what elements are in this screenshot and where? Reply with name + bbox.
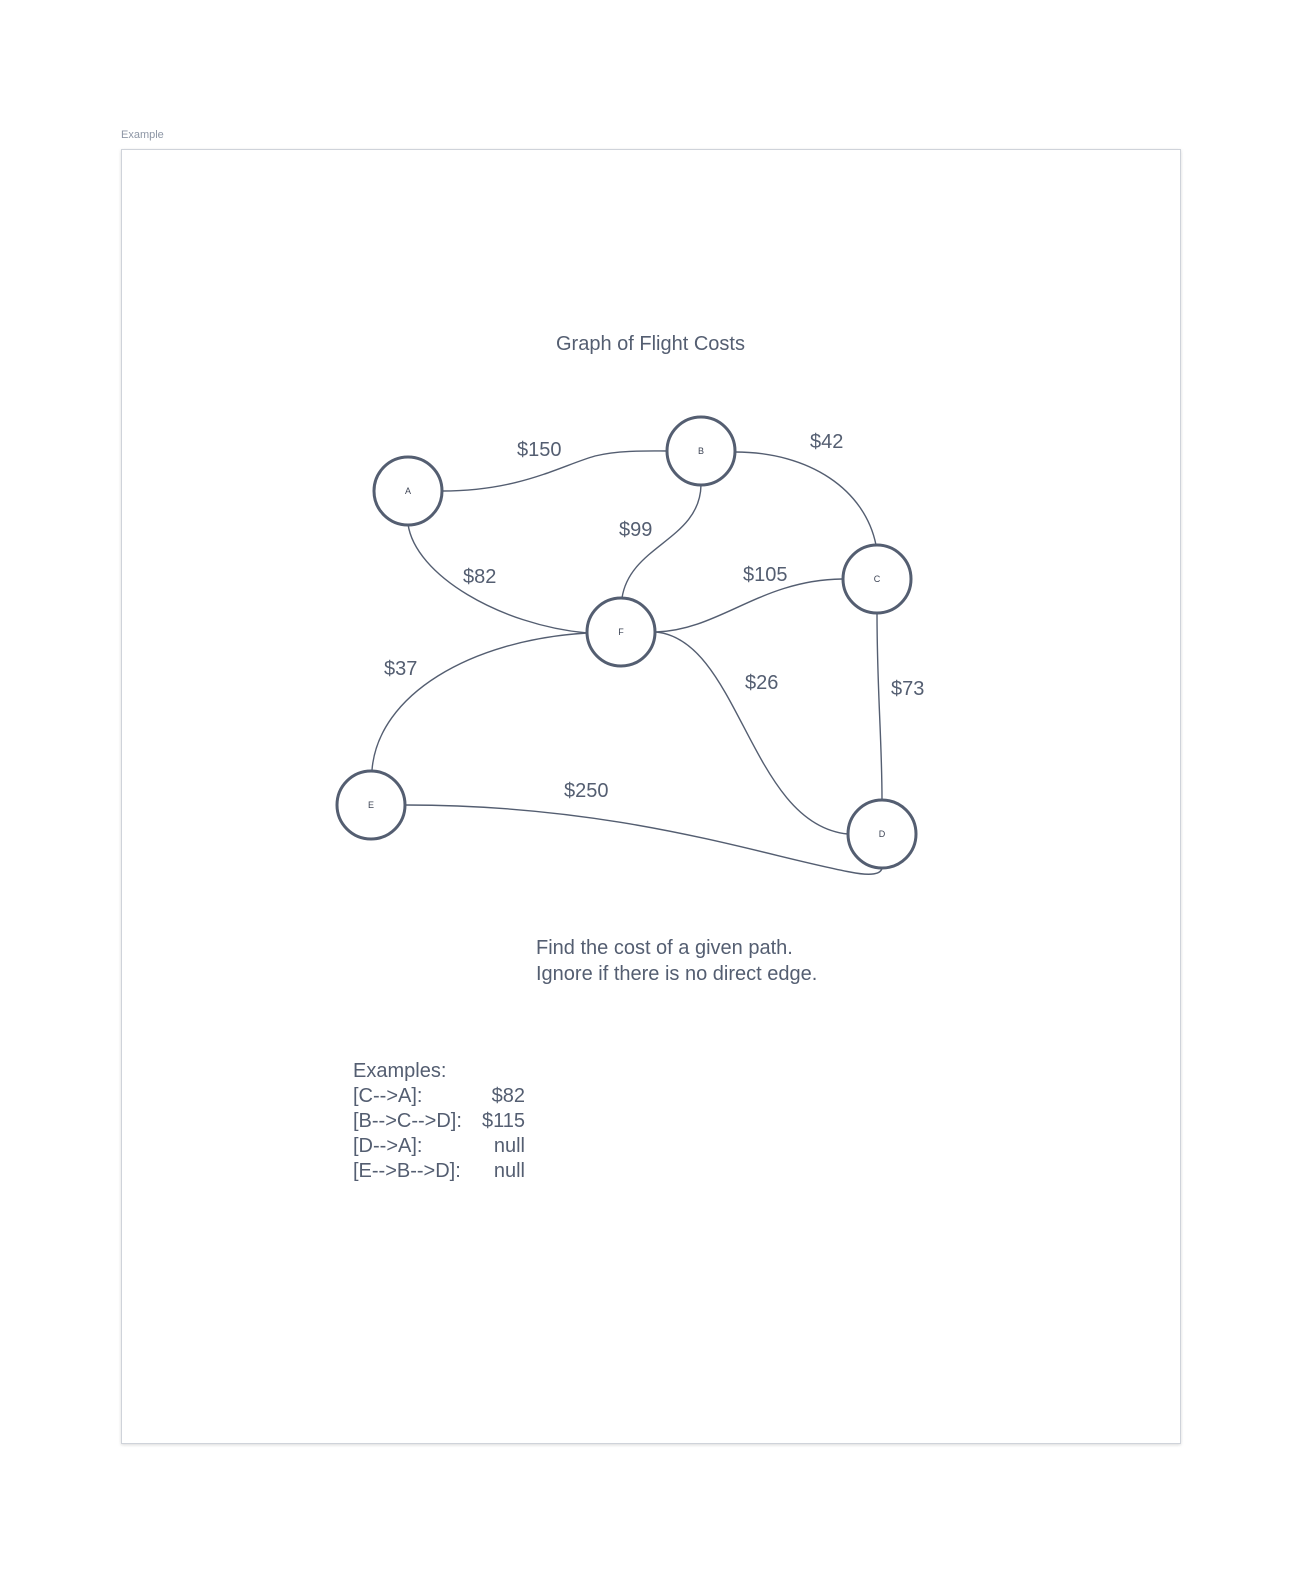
edge-a-f [407,523,588,634]
edge-f-e [371,632,588,771]
edge-f-c-cost: $105 [743,564,788,586]
example-row: [D-->A]: null [353,1134,525,1159]
node-a-label: A [405,486,411,496]
example-path: [B-->C-->D]: [353,1110,462,1132]
node-f-label: F [618,627,624,637]
edge-e-d-cost: $250 [564,780,609,802]
example-result: null [493,1135,525,1157]
edge-f-c [655,578,843,633]
node-b[interactable] [665,415,737,487]
node-e[interactable] [335,769,407,841]
edge-b-c-cost: $42 [810,431,844,453]
node-f[interactable] [585,596,657,668]
node-b-label: B [698,446,704,456]
example-result: null [493,1160,525,1182]
frame-label: Example [121,129,164,141]
node-c[interactable] [841,543,913,615]
example-row: [E-->B-->D]: null [353,1159,525,1184]
examples: Examples: [C-->A]: $82 [B-->C-->D]: $115… [353,1059,525,1184]
edge-c-d [876,612,883,801]
edge-b-c [734,451,877,546]
node-e-label: E [368,800,374,810]
edge-f-d [655,631,849,835]
example-path: [D-->A]: [353,1135,423,1157]
example-result: $115 [481,1110,525,1132]
edge-f-d-cost: $26 [745,672,779,694]
edge-a-b-cost: $150 [517,439,562,461]
node-c-label: C [874,574,881,584]
example-row: [C-->A]: $82 [353,1084,525,1109]
node-d[interactable] [846,798,918,870]
instructions-line-2: Ignore if there is no direct edge. [536,963,818,985]
instructions: Find the cost of a given path. Ignore if… [536,935,817,987]
example-path: [C-->A]: [353,1085,423,1107]
node-d-label: D [879,829,886,839]
edge-b-f-cost: $99 [619,519,653,541]
edge-b-f [621,484,702,599]
edge-e-d [405,804,883,875]
diagram-title: Graph of Flight Costs [556,333,745,355]
example-result: $82 [491,1085,525,1107]
edge-a-f-cost: $82 [463,566,497,588]
edge-c-d-cost: $73 [891,678,925,700]
edge-f-e-cost: $37 [384,658,418,680]
edge-a-b [441,450,668,492]
example-row: [B-->C-->D]: $115 [353,1109,525,1134]
instructions-line-1: Find the cost of a given path. [536,937,793,959]
example-path: [E-->B-->D]: [353,1160,461,1182]
examples-heading: Examples: [353,1060,447,1082]
node-a[interactable] [372,455,444,527]
example-frame [121,149,1181,1444]
